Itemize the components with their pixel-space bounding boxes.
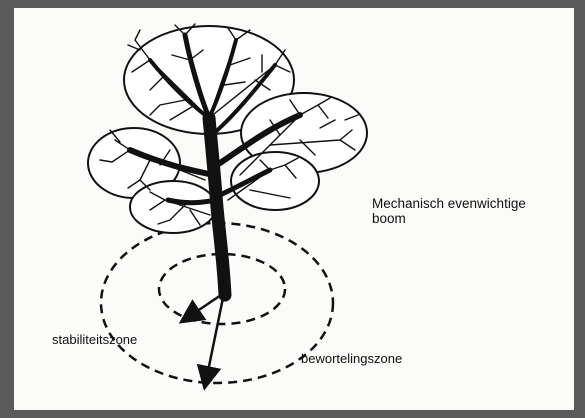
crown-lobe-bottom-left (130, 181, 216, 233)
diagram-caption: Mechanisch evenwichtige boom (372, 196, 526, 226)
caption-line-1: Mechanisch evenwichtige (372, 196, 526, 211)
caption-line-2: boom (372, 211, 526, 226)
rooting-zone-arrow (206, 293, 224, 381)
rooting-zone-label: bewortelingszone (301, 351, 402, 366)
stability-zone-label: stabiliteitszone (52, 332, 137, 347)
tree-crown (88, 26, 367, 233)
